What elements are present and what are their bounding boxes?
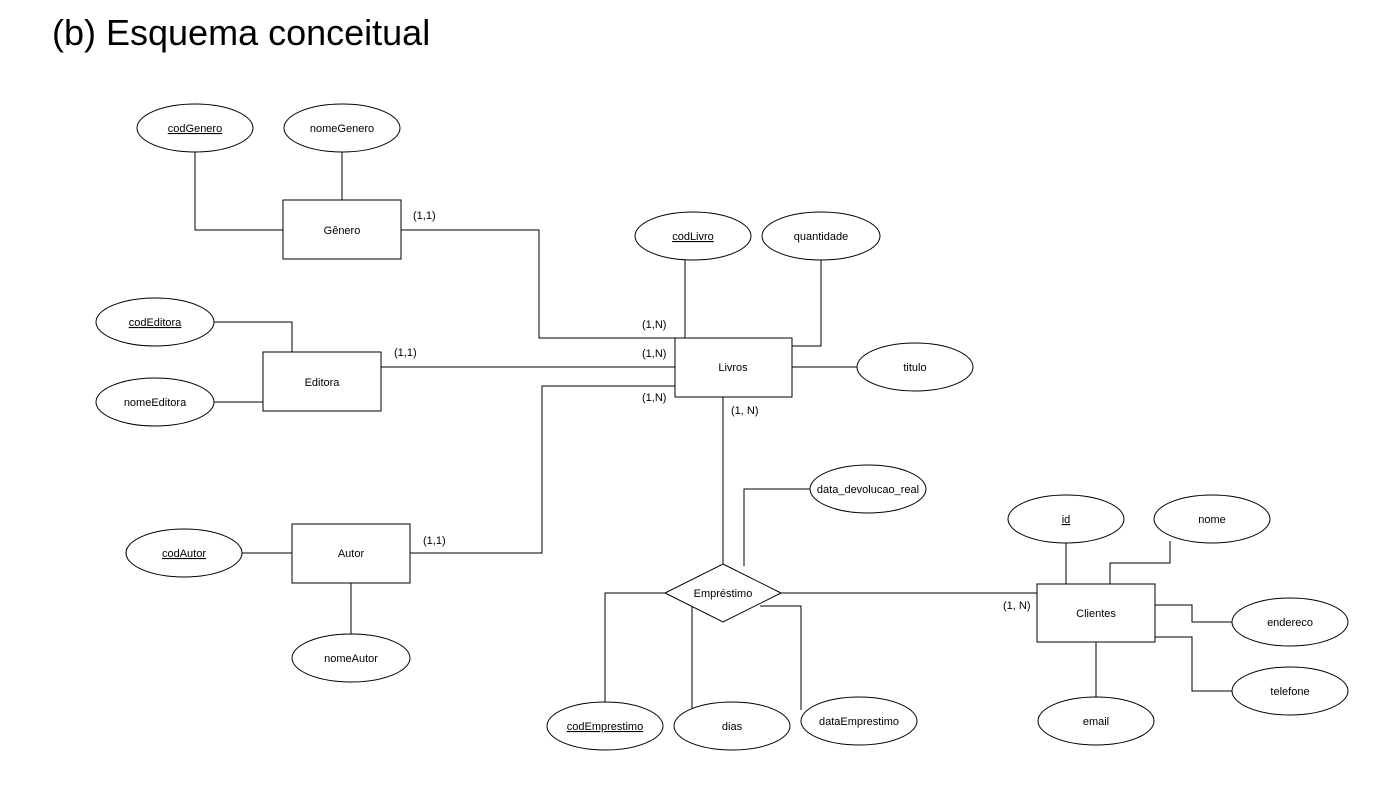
page-title: (b) Esquema conceitual [52,12,431,53]
relationship-emprestimo: Empréstimo [663,563,783,623]
attr-codEmprestimo: codEmprestimo [546,701,664,751]
attr-quantidade-label: quantidade [794,231,848,243]
attr-codLivro-label: codLivro [672,231,714,243]
relationship-emprestimo-label: Empréstimo [694,588,753,600]
entity-clientes-label: Clientes [1076,608,1116,620]
cardinality-livros-genero: (1,N) [642,319,666,331]
attr-nome-label: nome [1198,514,1226,526]
attr-dias: dias [673,701,791,751]
attr-nomeEditora: nomeEditora [95,377,215,427]
cardinality-genero-side: (1,1) [413,210,436,222]
attr-dataEmprestimo-label: dataEmprestimo [819,716,899,728]
attr-endereco: endereco [1231,597,1349,647]
attr-codLivro: codLivro [634,211,752,261]
attr-codEditora: codEditora [95,297,215,347]
attr-telefone: telefone [1231,666,1349,716]
cardinality-livros-editora: (1,N) [642,348,666,360]
attr-nomeAutor-label: nomeAutor [324,653,378,665]
cardinality-editora-side: (1,1) [394,347,417,359]
attr-nomeGenero: nomeGenero [283,103,401,153]
entity-livros-label: Livros [718,362,748,374]
attr-codGenero-label: codGenero [168,123,222,135]
attr-dataEmprestimo: dataEmprestimo [800,696,918,746]
cardinality-livros-autor: (1,N) [642,392,666,404]
entity-editora-label: Editora [305,377,341,389]
attr-endereco-label: endereco [1267,617,1313,629]
attr-codAutor-label: codAutor [162,548,206,560]
attr-nomeAutor: nomeAutor [291,633,411,683]
entity-livros: Livros [674,337,793,398]
attr-titulo: titulo [856,342,974,392]
attr-dias-label: dias [722,721,743,733]
cardinality-autor-side: (1,1) [423,535,446,547]
cardinality-livros-emprestimo: (1, N) [731,405,759,417]
attr-quantidade: quantidade [761,211,881,261]
entity-autor: Autor [291,523,411,584]
entity-autor-label: Autor [338,548,365,560]
attr-nomeEditora-label: nomeEditora [124,397,187,409]
entity-genero-label: Gênero [324,225,361,237]
attr-nomeGenero-label: nomeGenero [310,123,374,135]
connector-lines [194,152,1232,710]
attr-data-devolucao-real-label: data_devolucao_real [817,484,919,496]
attr-nome: nome [1153,494,1271,544]
entity-clientes: Clientes [1036,583,1156,643]
entity-editora: Editora [262,351,382,412]
attr-data-devolucao-real: data_devolucao_real [809,464,927,514]
entity-genero: Gênero [282,199,402,260]
attr-codEmprestimo-label: codEmprestimo [567,721,643,733]
attr-telefone-label: telefone [1270,686,1309,698]
attr-titulo-label: titulo [903,362,926,374]
attr-codGenero: codGenero [136,103,254,153]
attr-id-label: id [1062,514,1071,526]
attr-id: id [1007,494,1125,544]
attr-codEditora-label: codEditora [129,317,182,329]
attr-codAutor: codAutor [125,528,243,578]
attr-email: email [1037,696,1155,746]
attr-email-label: email [1083,716,1109,728]
cardinality-clientes-emprestimo: (1, N) [1003,600,1031,612]
